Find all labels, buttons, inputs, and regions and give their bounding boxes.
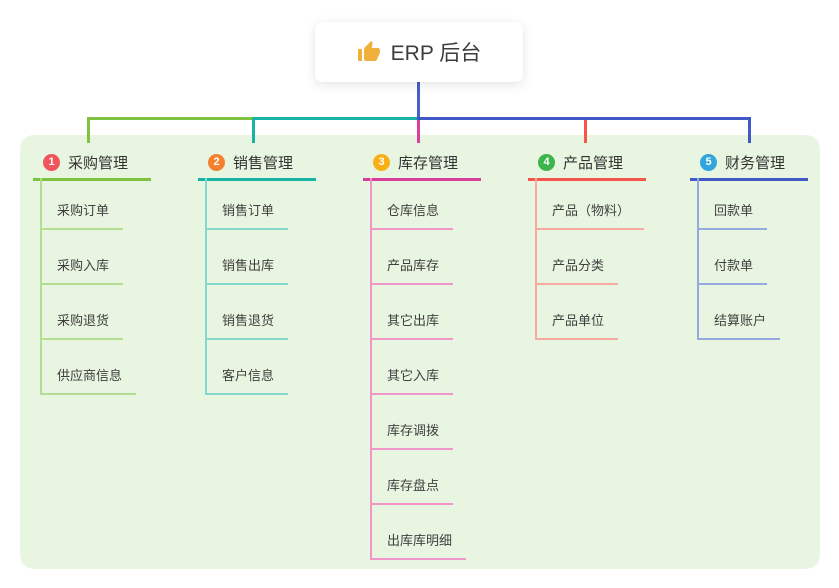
branch-5-connector-drop (748, 117, 751, 143)
thumbs-up-icon (357, 41, 380, 61)
branch-4-connector-drop (584, 120, 587, 143)
branch-label: 产品管理 (563, 154, 624, 172)
root-stem (417, 82, 420, 120)
child-node[interactable]: 采购入库 (40, 257, 124, 285)
branch-2-connector-drop (252, 117, 255, 143)
child-node[interactable]: 回款单 (697, 202, 768, 230)
branch-1-connector-h (87, 117, 255, 120)
branch-number-badge: 2 (208, 153, 225, 171)
branch-spine (535, 178, 537, 340)
child-label: 产品分类 (552, 258, 605, 273)
branch-number-badge: 5 (700, 153, 717, 171)
branch-label: 库存管理 (398, 154, 459, 172)
child-node[interactable]: 产品单位 (535, 312, 619, 340)
child-label: 库存盘点 (387, 478, 440, 493)
branch-2-connector-h (252, 117, 419, 120)
child-node[interactable]: 销售订单 (205, 202, 289, 230)
child-label: 仓库信息 (387, 203, 440, 218)
child-node[interactable]: 采购订单 (40, 202, 124, 230)
child-node[interactable]: 其它出库 (370, 312, 454, 340)
child-node[interactable]: 付款单 (697, 257, 768, 285)
child-label: 结算账户 (714, 313, 767, 328)
child-node[interactable]: 销售出库 (205, 257, 289, 285)
child-label: 产品库存 (387, 258, 440, 273)
child-node[interactable]: 其它入库 (370, 367, 454, 395)
root-node[interactable]: ERP 后台 (315, 22, 523, 82)
child-node[interactable]: 销售退货 (205, 312, 289, 340)
child-label: 供应商信息 (57, 368, 123, 383)
child-label: 客户信息 (222, 368, 275, 383)
child-node[interactable]: 产品分类 (535, 257, 619, 285)
branch-spine (697, 178, 699, 340)
child-node[interactable]: 仓库信息 (370, 202, 454, 230)
branch-spine (205, 178, 207, 395)
child-node[interactable]: 采购退货 (40, 312, 124, 340)
child-label: 销售退货 (222, 313, 275, 328)
child-node[interactable]: 供应商信息 (40, 367, 137, 395)
branch-header-4[interactable]: 4 产品管理 (528, 151, 646, 181)
child-label: 采购退货 (57, 313, 110, 328)
child-label: 付款单 (714, 258, 754, 273)
child-node[interactable]: 库存盘点 (370, 477, 454, 505)
branch-header-5[interactable]: 5 财务管理 (690, 151, 808, 181)
branch-header-2[interactable]: 2 销售管理 (198, 151, 316, 181)
child-node[interactable]: 出库库明细 (370, 532, 467, 560)
child-node[interactable]: 库存调拨 (370, 422, 454, 450)
branches-background-panel (20, 135, 820, 569)
branch-5-connector-h (417, 117, 751, 120)
child-label: 其它入库 (387, 368, 440, 383)
branch-label: 采购管理 (68, 154, 129, 172)
child-label: 出库库明细 (387, 533, 453, 548)
child-label: 采购入库 (57, 258, 110, 273)
child-label: 产品（物料） (552, 203, 631, 218)
branch-number-badge: 3 (373, 153, 390, 171)
child-label: 销售订单 (222, 203, 275, 218)
root-label: ERP 后台 (390, 42, 482, 65)
branch-label: 销售管理 (233, 154, 294, 172)
branch-number-badge: 4 (538, 153, 555, 171)
branch-header-1[interactable]: 1 采购管理 (33, 151, 151, 181)
child-node[interactable]: 结算账户 (697, 312, 781, 340)
branch-spine (370, 178, 372, 560)
child-node[interactable]: 产品（物料） (535, 202, 645, 230)
child-label: 销售出库 (222, 258, 275, 273)
branch-label: 财务管理 (725, 154, 786, 172)
branch-1-connector-drop (87, 117, 90, 143)
child-label: 其它出库 (387, 313, 440, 328)
child-label: 库存调拨 (387, 423, 440, 438)
child-label: 回款单 (714, 203, 754, 218)
branch-spine (40, 178, 42, 395)
child-node[interactable]: 客户信息 (205, 367, 289, 395)
child-node[interactable]: 产品库存 (370, 257, 454, 285)
branch-3-connector-drop (417, 120, 420, 143)
branch-number-badge: 1 (43, 153, 60, 171)
child-label: 采购订单 (57, 203, 110, 218)
branch-header-3[interactable]: 3 库存管理 (363, 151, 481, 181)
child-label: 产品单位 (552, 313, 605, 328)
